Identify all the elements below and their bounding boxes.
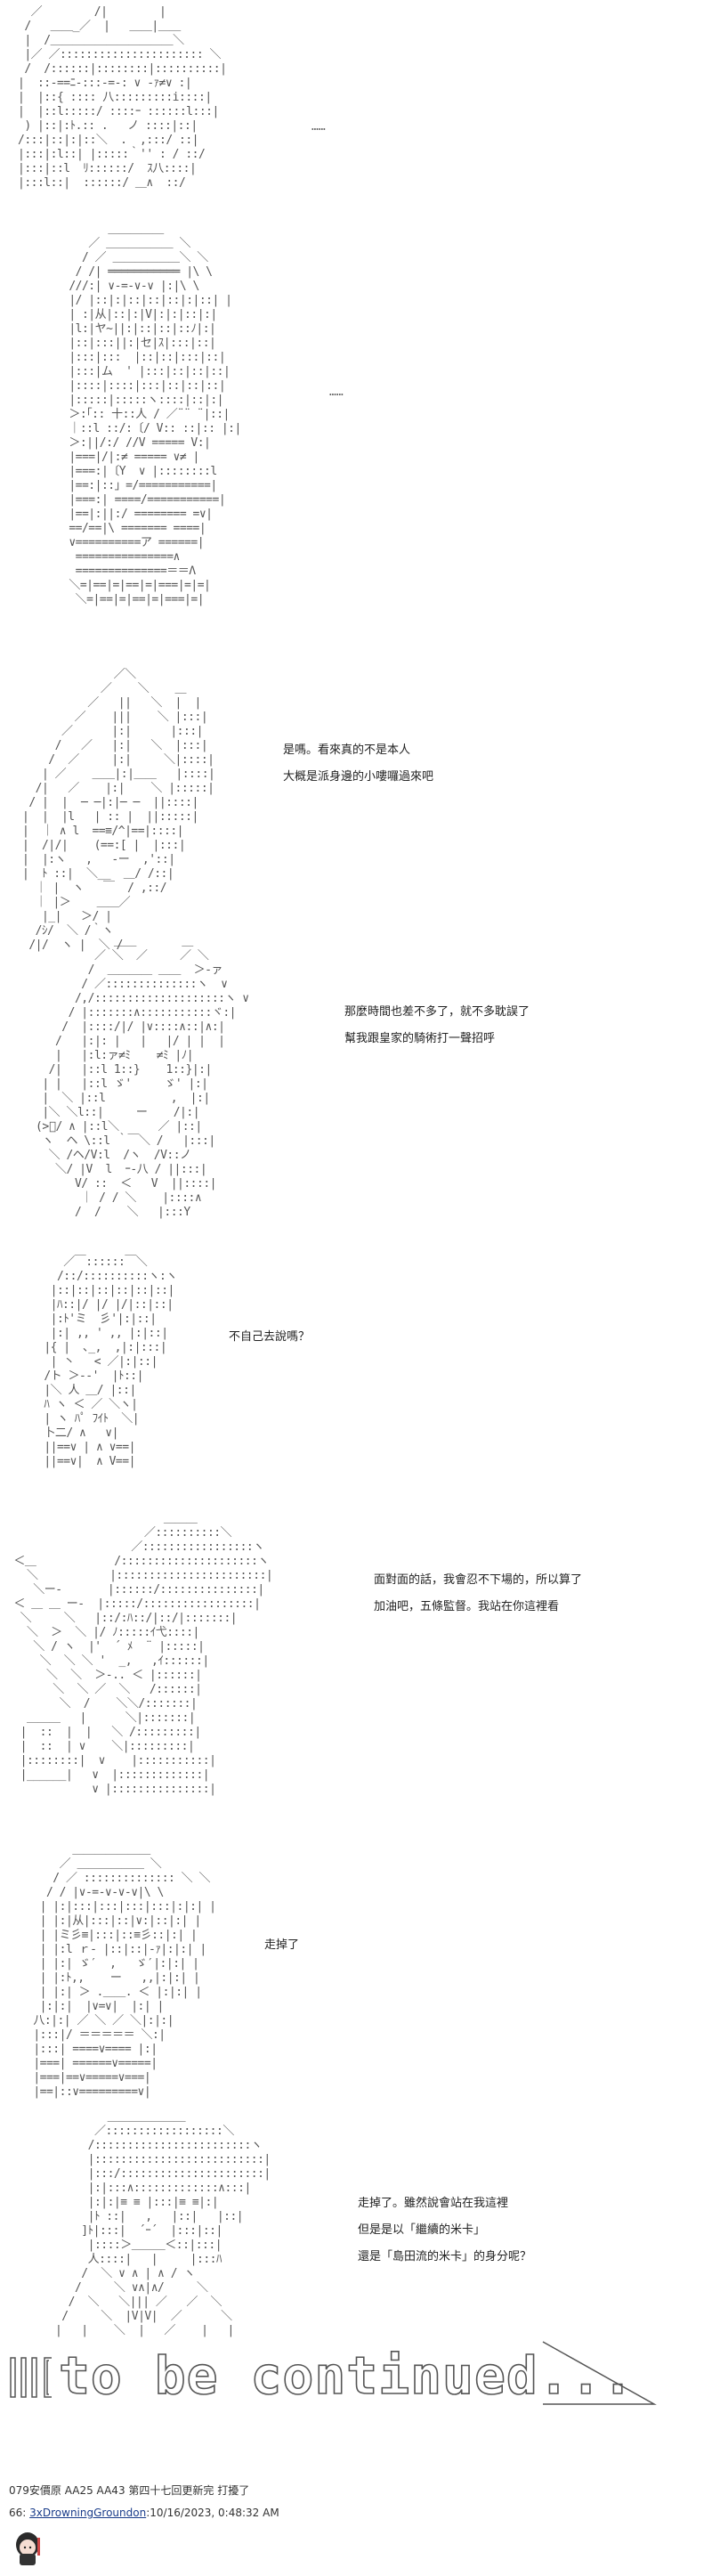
to-be-continued-graphic: to be continued... [10, 2341, 657, 2407]
author-link[interactable]: 3xDrowningGroundon [29, 2507, 147, 2519]
dialogue-box: 是嗎。看來真的不是本人 大概是派身邊的小嘍囉過來吧 [283, 737, 433, 791]
post-info: 079安價原 AA25 AA43 第四十七回更新完 打擾了 [9, 2484, 250, 2497]
dialogue-line: 大概是派身邊的小嘍囉過來吧 [283, 770, 434, 784]
dialogue-line: 走掉了。雖然說會站在我這裡 [358, 2197, 509, 2210]
ascii-art-figure: ＿＿＿＿＿＿＿ ／ ＿＿＿＿＿＿ ＼ / ／ :::::::::::::: ＼ … [33, 1843, 216, 2099]
panel-3: ／＼ ／ ＼ ＿ ／ || ＼ | | ／ ||| ＼ |:::| ／ |:| … [0, 650, 712, 952]
ascii-art-figure: ＿＿＿＿＿ ／ ＿＿＿＿＿＿ ＼ / ／ ＿＿＿＿＿＿＼ ＼ / /| ════… [69, 223, 241, 606]
post-meta: 66: 3xDrowningGroundon:10/16/2023, 0:48:… [9, 2507, 279, 2519]
ascii-art-figure: ／＼ ／ ＼ ＿ ／ || ＼ | | ／ ||| ＼ |:::| ／ |:| … [22, 668, 215, 952]
ascii-art-figure: ＿＿ ＿ ／ ＼ ／ ／ ＼ / ＿＿＿＿ ＿＿ ＞-ァ / ／::::::::… [36, 935, 249, 1219]
dialogue-line: 是嗎。看來真的不是本人 [283, 744, 411, 757]
panel-4: ＿＿ ＿ ／ ＼ ／ ／ ＼ / ＿＿＿＿ ＿＿ ＞-ァ / ／::::::::… [0, 926, 712, 1229]
dialogue-line: 幫我跟皇家的騎術打一聲招呼 [344, 1032, 496, 1045]
ellipsis-text: …… [329, 386, 344, 399]
dialogue-line: 還是「島田流的米卡」的身分呢？ [358, 2250, 532, 2263]
dialogue-box: 面對面的話，我會忍不下場的，所以算了 加油吧，五條監督。我站在你這裡看 [374, 1567, 582, 1621]
dialogue-line: 加油吧，五條監督。我站在你這裡看 [374, 1600, 560, 1613]
panel-5: ／￣::::::￣＼ /::/::::::::::ヽ:ヽ |::|::|::|:… [0, 1229, 712, 1496]
post-number: 66 [9, 2507, 23, 2519]
dialogue-line: 但是是以「繼續的米卡」 [358, 2223, 486, 2237]
panel-6: ＿＿＿ ／::::::::::＼ ／:::::::::::::::::ヽ ＜＿ … [0, 1496, 712, 1834]
dialogue-box: 不自己去說嗎？ [229, 1324, 310, 1351]
ellipsis-text: …… [312, 120, 326, 134]
dialogue-line: 走掉了 [264, 1938, 300, 1952]
ascii-art-figure: ＿＿＿ ／::::::::::＼ ／:::::::::::::::::ヽ ＜＿ … [13, 1512, 273, 1796]
dialogue-box: 那麼時間也差不多了，就不多耽誤了 幫我跟皇家的騎術打一聲招呼 [344, 999, 530, 1052]
dialogue-line: 不自己去說嗎？ [229, 1330, 311, 1344]
ascii-art-figure: ＿＿＿＿＿＿＿ ／::::::::::::::::::＼ /::::::::::… [54, 2110, 271, 2337]
panel-2: ＿＿＿＿＿ ／ ＿＿＿＿＿＿ ＼ / ／ ＿＿＿＿＿＿＼ ＼ / /| ════… [0, 223, 712, 650]
panel-1: ／ /| | / ＿＿_／ | ＿＿|＿＿ | /＿＿＿＿＿＿＿＿＿＿＿＼ |／… [0, 0, 712, 223]
banner-text: to be continued... [59, 2345, 635, 2406]
post-timestamp: 10/16/2023, 0:48:32 AM [150, 2507, 279, 2519]
dialogue-box: 走掉了 [264, 1932, 299, 1959]
to-be-continued-banner: to be continued... [0, 2333, 712, 2422]
dialogue-line: 那麼時間也差不多了，就不多耽誤了 [344, 1005, 530, 1019]
dialogue-box: 走掉了。雖然說會站在我這裡 但是是以「繼續的米卡」 還是「島田流的米卡」的身分呢… [358, 2190, 531, 2271]
ascii-art-figure: ／ /| | / ＿＿_／ | ＿＿|＿＿ | /＿＿＿＿＿＿＿＿＿＿＿＼ |／… [18, 5, 227, 190]
avatar[interactable] [7, 2527, 48, 2568]
panel-8: ＿＿＿＿＿＿＿ ／::::::::::::::::::＼ /::::::::::… [0, 2110, 712, 2337]
dialogue-line: 面對面的話，我會忍不下場的，所以算了 [374, 1573, 583, 1587]
ascii-art-figure: ／￣::::::￣＼ /::/::::::::::ヽ:ヽ |::|::|::|:… [44, 1255, 177, 1468]
panel-7: ＿＿＿＿＿＿＿ ／ ＿＿＿＿＿＿ ＼ / ／ :::::::::::::: ＼ … [0, 1834, 712, 2110]
